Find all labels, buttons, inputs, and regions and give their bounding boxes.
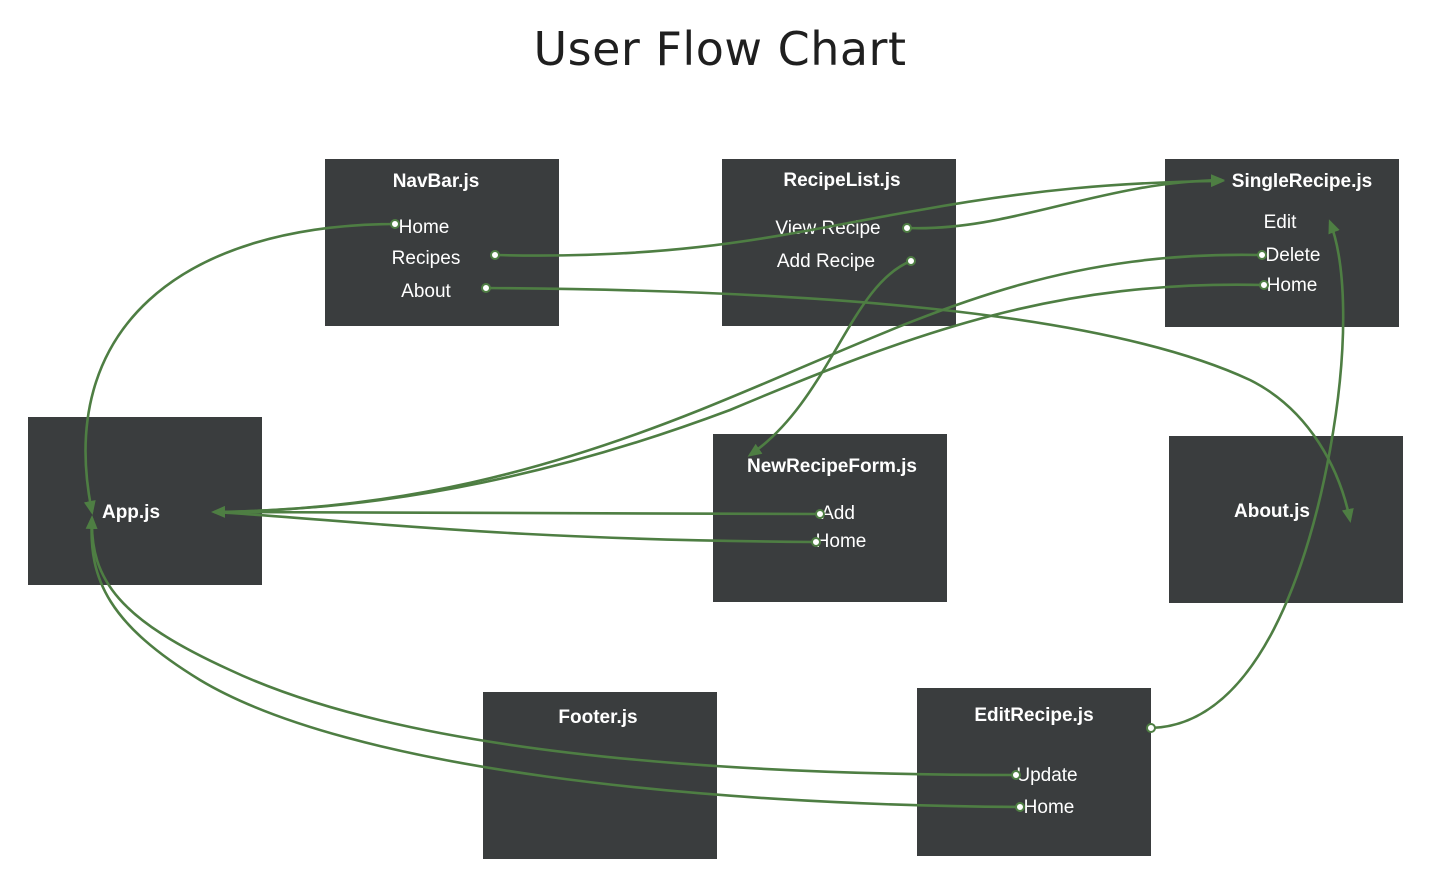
newrecipeform-item-home[interactable]: Home [815, 531, 867, 552]
node-recipelist[interactable]: RecipeList.js View Recipe Add Recipe [722, 159, 956, 326]
navbar-item-home[interactable]: Home [398, 217, 450, 238]
node-title: NavBar.js [392, 171, 480, 192]
node-editrecipe[interactable]: EditRecipe.js Update Home [917, 688, 1151, 856]
node-title: SingleRecipe.js [1231, 171, 1373, 192]
node-title: EditRecipe.js [974, 705, 1094, 726]
editrecipe-item-home[interactable]: Home [1023, 797, 1075, 818]
node-newrecipeform[interactable]: NewRecipeForm.js Add Home [713, 434, 947, 602]
node-about[interactable]: About.js [1169, 436, 1403, 603]
node-singlerecipe[interactable]: SingleRecipe.js Edit Delete Home [1165, 159, 1399, 327]
singlerecipe-item-home[interactable]: Home [1266, 275, 1318, 296]
recipelist-item-view-recipe[interactable]: View Recipe [775, 218, 881, 239]
node-app[interactable]: App.js [28, 417, 262, 585]
recipelist-item-add-recipe[interactable]: Add Recipe [776, 251, 876, 272]
node-title: About.js [1234, 501, 1310, 522]
node-title: NewRecipeForm.js [747, 456, 917, 477]
node-title: Footer.js [558, 707, 638, 728]
singlerecipe-item-edit[interactable]: Edit [1263, 212, 1297, 233]
node-title: RecipeList.js [783, 170, 901, 191]
node-footer[interactable]: Footer.js [483, 692, 717, 859]
navbar-item-about[interactable]: About [401, 281, 451, 302]
node-title: App.js [101, 502, 161, 523]
editrecipe-item-update[interactable]: Update [1016, 765, 1078, 786]
singlerecipe-item-delete[interactable]: Delete [1265, 245, 1321, 266]
navbar-item-recipes[interactable]: Recipes [391, 248, 461, 269]
node-navbar[interactable]: NavBar.js Home Recipes About [325, 159, 559, 326]
page-title: User Flow Chart [533, 22, 907, 76]
newrecipeform-item-add[interactable]: Add [821, 503, 855, 524]
